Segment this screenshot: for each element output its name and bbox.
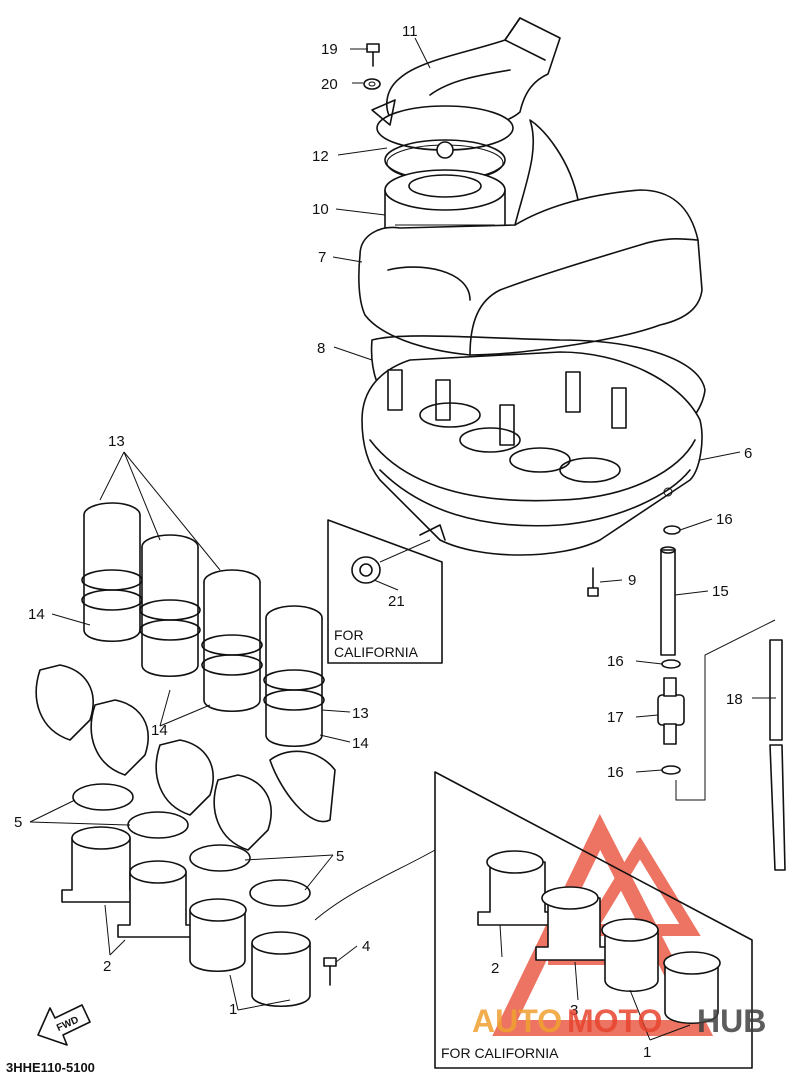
bolt-19 xyxy=(366,43,380,67)
label-6: 6 xyxy=(744,445,752,462)
watermark-moto: MOTO xyxy=(567,1003,662,1039)
joint-2 xyxy=(139,534,201,678)
watermark-auto: AUTO xyxy=(472,1003,562,1039)
label-19: 19 xyxy=(321,41,338,58)
label-14-left: 14 xyxy=(28,606,45,623)
label-1-cal: 1 xyxy=(643,1044,651,1061)
label-16-mid: 16 xyxy=(607,653,624,670)
label-13-top: 13 xyxy=(108,433,125,450)
california-caption-small: FOR CALIFORNIA xyxy=(334,627,419,660)
label-3-cal: 3 xyxy=(570,1002,578,1019)
label-12: 12 xyxy=(312,148,329,165)
label-9: 9 xyxy=(628,572,636,589)
label-18: 18 xyxy=(726,691,743,708)
bolt-4 xyxy=(323,957,337,986)
label-8: 8 xyxy=(317,340,325,357)
california-caption-large: FOR CALIFORNIA xyxy=(441,1045,559,1061)
washer-20 xyxy=(363,78,381,90)
label-1-left: 1 xyxy=(229,1001,237,1018)
label-5-right: 5 xyxy=(336,848,344,865)
joint-4 xyxy=(263,605,325,748)
joint-3 xyxy=(201,569,263,713)
label-13-right: 13 xyxy=(352,705,369,722)
label-15: 15 xyxy=(712,583,729,600)
label-14-right: 14 xyxy=(352,735,369,752)
label-14-mid: 14 xyxy=(151,722,168,739)
label-2-left: 2 xyxy=(103,958,111,975)
breather-parts xyxy=(587,525,786,871)
callout-labels: 19 20 11 12 10 7 8 6 16 9 15 16 18 17 16… xyxy=(14,23,752,1061)
label-16-bottom: 16 xyxy=(607,764,624,781)
label-7: 7 xyxy=(318,249,326,266)
carb-assembly xyxy=(35,502,337,1008)
diagram-code: 3HHE110-5100 xyxy=(6,1060,95,1075)
label-10: 10 xyxy=(312,201,329,218)
california-box-small xyxy=(327,519,443,664)
watermark-text: AUTO MOTO HUB xyxy=(472,1003,766,1039)
label-2-cal: 2 xyxy=(491,960,499,977)
air-box-assembly xyxy=(358,17,706,556)
label-11: 11 xyxy=(402,23,418,40)
fwd-arrow-icon: FWD xyxy=(37,1004,91,1046)
label-5-left: 5 xyxy=(14,814,22,831)
joint-1 xyxy=(81,502,143,643)
label-16-top: 16 xyxy=(716,511,733,528)
intake-joints xyxy=(61,826,337,1008)
label-20: 20 xyxy=(321,76,338,93)
watermark-hub: HUB xyxy=(697,1003,766,1039)
leader-lines xyxy=(29,37,776,1041)
label-4: 4 xyxy=(362,938,370,955)
screw-9 xyxy=(587,567,599,597)
california-box-large xyxy=(314,771,753,1069)
label-17: 17 xyxy=(607,709,624,726)
label-21: 21 xyxy=(388,593,405,610)
